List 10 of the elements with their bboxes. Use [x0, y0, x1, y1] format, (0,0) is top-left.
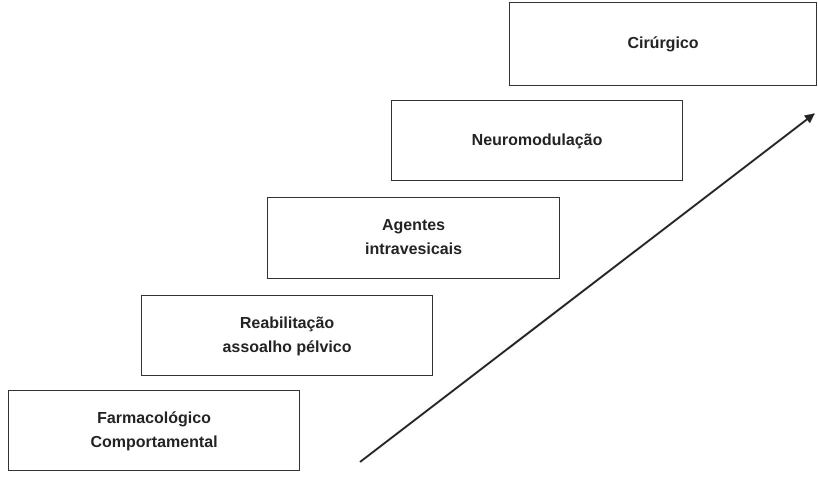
step-label: Neuromodulação [470, 130, 604, 150]
step-box [267, 197, 560, 279]
step-label: Cirúrgico [626, 34, 700, 54]
step-label: Reabilitação assoalho pélvico [222, 314, 352, 358]
step-box [509, 2, 817, 86]
step-label: Agentes intravesicais [364, 216, 463, 260]
step-label: Farmacológico Comportamental [89, 408, 219, 452]
step-box [391, 100, 683, 181]
step-box [8, 390, 300, 471]
step-box [141, 295, 433, 376]
